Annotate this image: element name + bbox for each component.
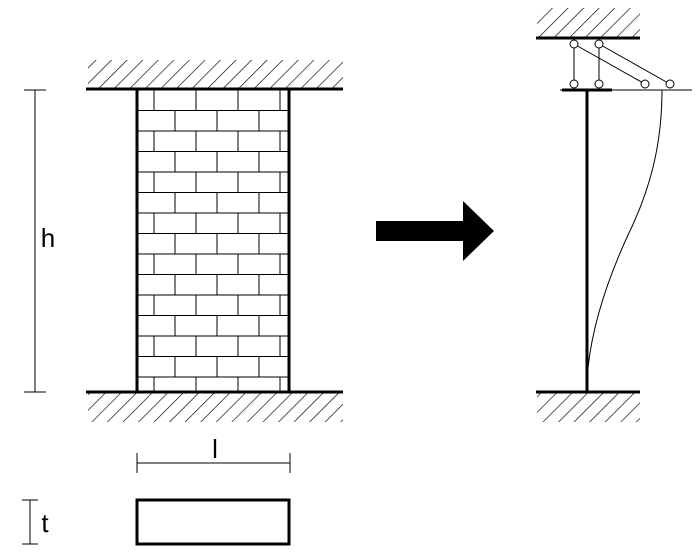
cross-section-rect [135,498,291,546]
top-support-hatch [88,60,343,89]
model-top-support-hatch [537,8,640,37]
model-bottom-support [536,390,640,422]
length-dimension: l [136,434,291,473]
hinge-icon [569,39,579,49]
structural-model-figure [536,8,692,422]
thickness-dimension: t [22,499,49,545]
hinge-icon [569,79,579,89]
height-dimension: h [24,89,55,393]
model-top-support [536,8,640,40]
link-diagonal-1 [573,43,646,85]
model-bottom-support-hatch [537,393,640,422]
thickness-label: t [41,508,49,538]
hinge-icon [594,79,604,89]
hinge-icon [640,79,650,89]
wall-outline [135,87,291,394]
right-arrow-icon [376,201,494,261]
link-diagonal-2 [598,43,671,85]
bottom-support-hatch [88,393,343,422]
hinge-icon [594,39,604,49]
length-label: l [212,434,218,464]
brick-pattern [137,90,289,391]
top-support [86,60,343,91]
hinge-icon [665,79,675,89]
deflected-shape-curve [587,89,663,369]
masonry-wall-figure [86,60,343,422]
height-label: h [41,223,55,253]
bottom-support [86,390,343,422]
cross-section [135,498,291,546]
